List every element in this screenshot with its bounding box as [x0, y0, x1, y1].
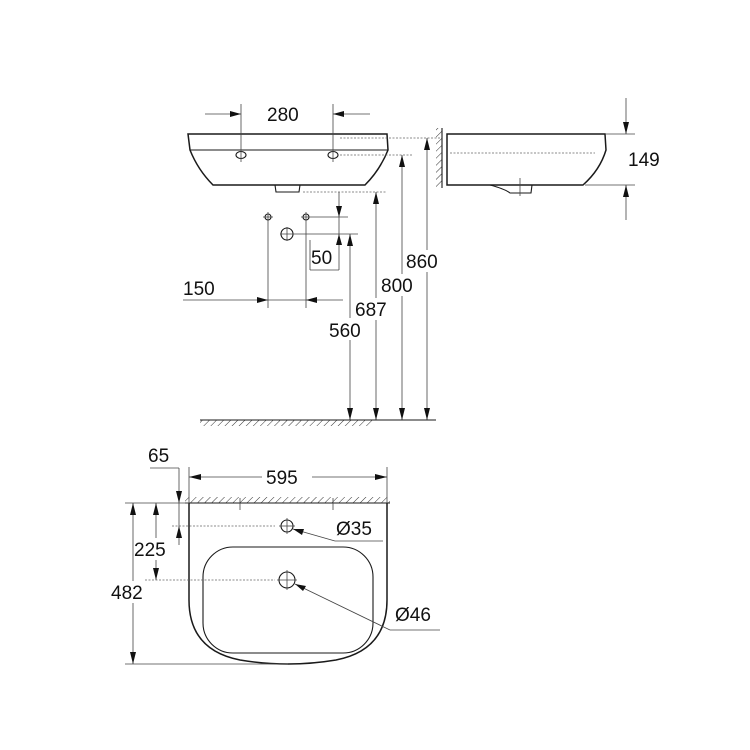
dim-height-560: 560: [329, 321, 361, 342]
dim-tap-hole-diameter: Ø35: [336, 519, 372, 540]
dim-height-687: 687: [355, 300, 387, 321]
dim-width: 595: [266, 468, 298, 489]
dim-depth: 149: [628, 150, 660, 171]
dim-wall-to-tap: 65: [148, 446, 169, 467]
basin-front-outline: [187, 133, 389, 186]
dim-hole-offset: 50: [311, 248, 332, 269]
dim-tap-to-drain: 225: [134, 540, 166, 561]
front-view: 280 150 50: [183, 104, 447, 426]
basin-side-outline: [446, 133, 607, 186]
drain-outlet: [274, 184, 301, 193]
dim-tap-spacing: 280: [267, 105, 299, 126]
dim-height-860: 860: [406, 252, 438, 273]
height-dims: 860 800 687 560: [328, 138, 447, 420]
side-view: 149: [436, 98, 660, 220]
dim-wall-hole-spacing: 150: [183, 279, 215, 300]
dim-drain-diameter: Ø46: [395, 605, 431, 626]
dim-projection: 482: [111, 583, 143, 604]
dim-height-800: 800: [381, 276, 413, 297]
top-view: Ø35 Ø46 595 65 225 482: [110, 446, 440, 665]
wall-holes: [263, 212, 358, 308]
wall-hatch: [436, 128, 442, 188]
floor-hatch: [200, 420, 373, 426]
wall-hatch-top: [185, 497, 390, 503]
bowl-outline: [202, 546, 374, 654]
